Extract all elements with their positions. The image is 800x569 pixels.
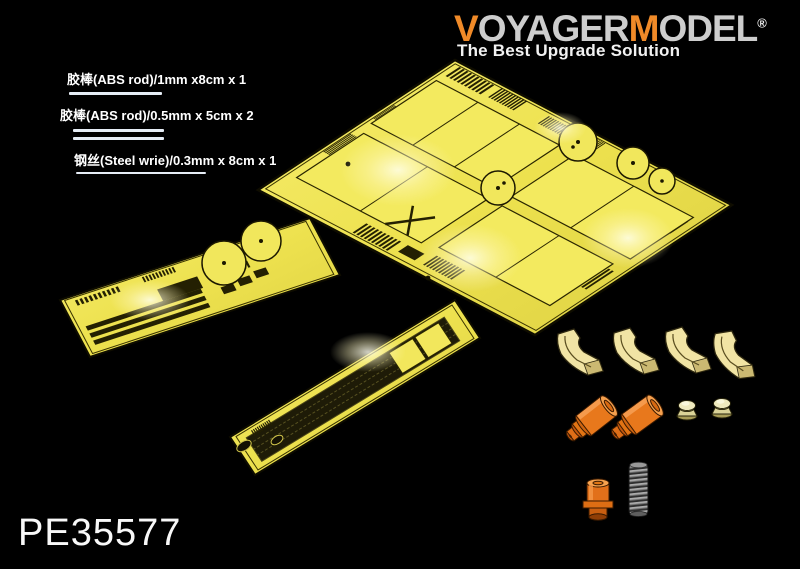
curved-bracket-3 xyxy=(664,326,712,374)
curved-bracket-4 xyxy=(708,327,762,382)
product-code: PE35577 xyxy=(18,512,182,554)
cream-cap-2 xyxy=(711,398,733,419)
logo-oyager: OYAGER xyxy=(477,8,630,49)
pe-sheet-medium xyxy=(60,218,340,357)
pe-sheet-large xyxy=(258,60,732,335)
material-label-abs-rod-1mm: 胶棒(ABS rod)/1mm x8cm x 1 xyxy=(67,72,247,87)
orange-cylinder-2 xyxy=(605,392,667,447)
orange-coupler xyxy=(582,478,614,521)
brand-logo: VOYAGERMODEL® xyxy=(454,10,767,47)
cream-cap-1 xyxy=(676,400,698,421)
curved-bracket-2 xyxy=(612,327,660,375)
steel-wire-03mm xyxy=(76,172,206,174)
logo-letter-m: M xyxy=(628,8,660,49)
brand-tagline: The Best Upgrade Solution xyxy=(457,41,681,60)
abs-rod-1mm xyxy=(69,92,162,95)
orange-cylinder-1 xyxy=(560,392,621,449)
material-label-abs-rod-05mm: 胶棒(ABS rod)/0.5mm x 5cm x 2 xyxy=(60,108,254,123)
curved-bracket-1 xyxy=(556,328,604,376)
logo-odel: ODEL xyxy=(658,8,758,49)
abs-rod-05mm-b xyxy=(73,137,164,140)
registered-mark: ® xyxy=(757,15,767,31)
material-label-steel-wire: 钢丝(Steel wrie)/0.3mm x 8cm x 1 xyxy=(74,153,277,168)
logo-letter-v: V xyxy=(454,8,479,49)
abs-rod-05mm-a xyxy=(73,129,164,132)
pe-sheet-grille xyxy=(230,300,480,475)
glare-highlights xyxy=(110,112,674,372)
coil-spring xyxy=(628,461,649,517)
